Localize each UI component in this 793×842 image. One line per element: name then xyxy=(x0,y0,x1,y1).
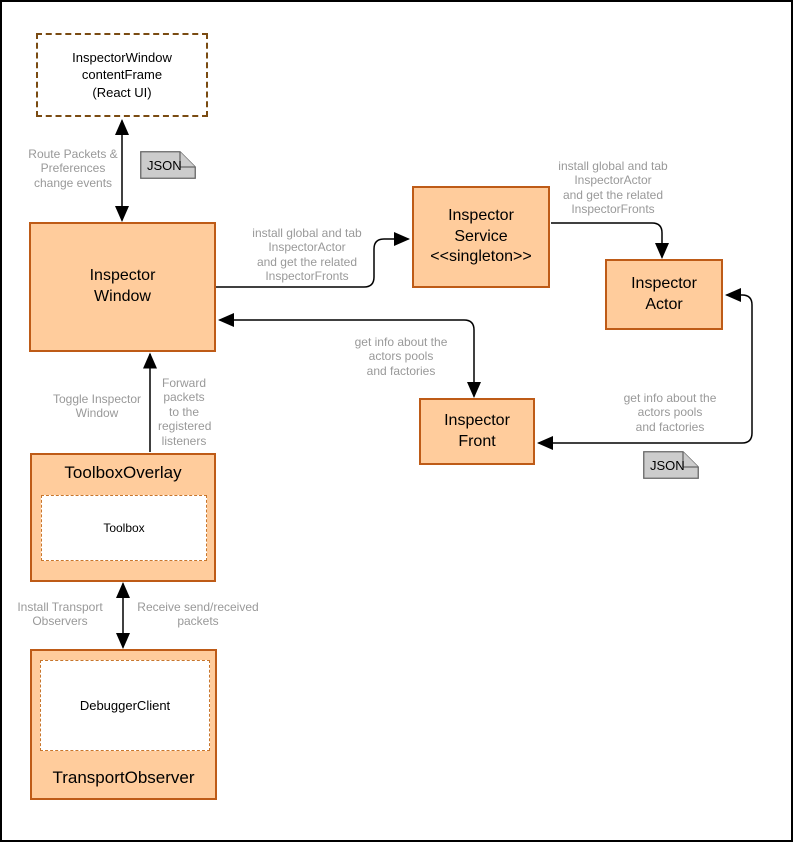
edge-label-receive-packets: Receive send/received packets xyxy=(137,600,259,629)
node-transport-observer: DebuggerClient TransportObserver xyxy=(30,649,217,800)
document-icon xyxy=(140,151,196,179)
json-note-label: JSON xyxy=(650,457,685,473)
node-label: Inspector Window xyxy=(89,267,156,305)
node-inspector-window: Inspector Window xyxy=(29,222,216,352)
edge-label-install-global-left: install global and tab InspectorActor an… xyxy=(252,226,362,284)
node-inspector-actor: Inspector Actor xyxy=(605,259,723,330)
node-label: DebuggerClient xyxy=(79,698,171,713)
edge-label-get-info-mid: get info about the actors pools and fact… xyxy=(354,335,448,378)
edge-label-get-info-right: get info about the actors pools and fact… xyxy=(623,391,717,434)
edge-label-install-transport: Install Transport Observers xyxy=(17,600,103,629)
node-label: InspectorWindow contentFrame (React UI) xyxy=(72,49,172,100)
node-label: TransportObserver xyxy=(52,768,195,787)
document-icon xyxy=(643,451,699,479)
json-note-right: JSON xyxy=(643,451,699,479)
edge-label-toggle-inspector: Toggle Inspector Window xyxy=(52,392,142,421)
node-inspector-service: Inspector Service <<singleton>> xyxy=(412,186,550,288)
node-label: Inspector Actor xyxy=(631,274,697,313)
edge-label-install-global-right: install global and tab InspectorActor an… xyxy=(558,159,668,217)
node-toolbox-overlay: ToolboxOverlay Toolbox xyxy=(30,453,216,582)
edge-label-route-packets: Route Packets & Preferences change event… xyxy=(28,147,118,190)
node-label: Toolbox xyxy=(103,521,145,535)
node-label: Inspector Front xyxy=(444,411,510,450)
edge-label-forward-packets: Forward packets to the registered listen… xyxy=(158,376,212,448)
json-note-label: JSON xyxy=(147,157,182,173)
edge-service-actor xyxy=(551,222,669,259)
node-label: ToolboxOverlay xyxy=(64,463,182,482)
node-label: Inspector Service <<singleton>> xyxy=(430,206,532,266)
node-toolbox: Toolbox xyxy=(41,495,207,561)
json-note-top: JSON xyxy=(140,151,196,179)
node-debugger-client: DebuggerClient xyxy=(40,660,210,751)
node-inspector-window-content-frame: InspectorWindow contentFrame (React UI) xyxy=(36,33,208,117)
node-inspector-front: Inspector Front xyxy=(419,398,535,465)
